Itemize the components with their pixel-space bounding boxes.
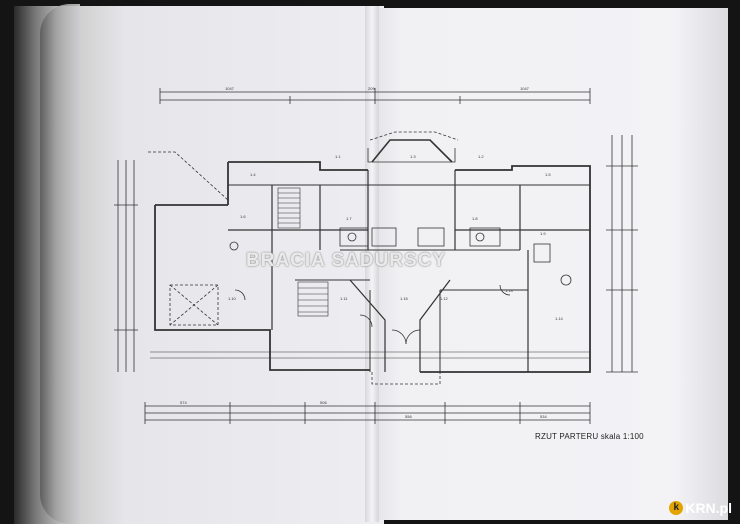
watermark-text: BRACIA SADURSCY [246, 250, 447, 271]
room-label: 1.6 [240, 214, 246, 219]
room-label: 1.5 [545, 172, 551, 177]
dim-bottom-3: 556 [405, 414, 412, 419]
logo-text: KRN.pl [685, 500, 732, 516]
logo-mark-icon: k [669, 501, 684, 515]
room-label: 1.7 [346, 216, 352, 221]
right-page [372, 8, 728, 520]
plan-caption: RZUT PARTERU skala 1:100 [535, 432, 644, 441]
dim-top-left: 1047 [225, 86, 235, 91]
dim-top-right: 1047 [520, 86, 530, 91]
room-label: 1.13 [505, 288, 514, 293]
room-label: 1.9 [540, 231, 546, 236]
room-label: 1.12 [440, 296, 449, 301]
room-label: 1.8 [472, 216, 478, 221]
room-label: 1.1 [335, 154, 341, 159]
room-label: 1.11 [340, 296, 348, 301]
room-label: 1.3 [410, 154, 416, 159]
dim-bottom-2: 506 [320, 400, 327, 405]
room-label: 1.10 [228, 296, 237, 301]
room-label: 1.4 [250, 172, 256, 177]
dim-top-center: 209 [368, 86, 375, 91]
room-label: 1.14 [555, 316, 564, 321]
page-curl-shadow [40, 4, 80, 524]
dim-bottom-1: 574 [180, 400, 187, 405]
site-logo: k KRN.pl [669, 500, 732, 516]
dim-bottom-4: 534 [540, 414, 547, 419]
room-label: 1.2 [478, 154, 484, 159]
page-fold [365, 6, 379, 522]
room-label: 1.15 [400, 296, 409, 301]
